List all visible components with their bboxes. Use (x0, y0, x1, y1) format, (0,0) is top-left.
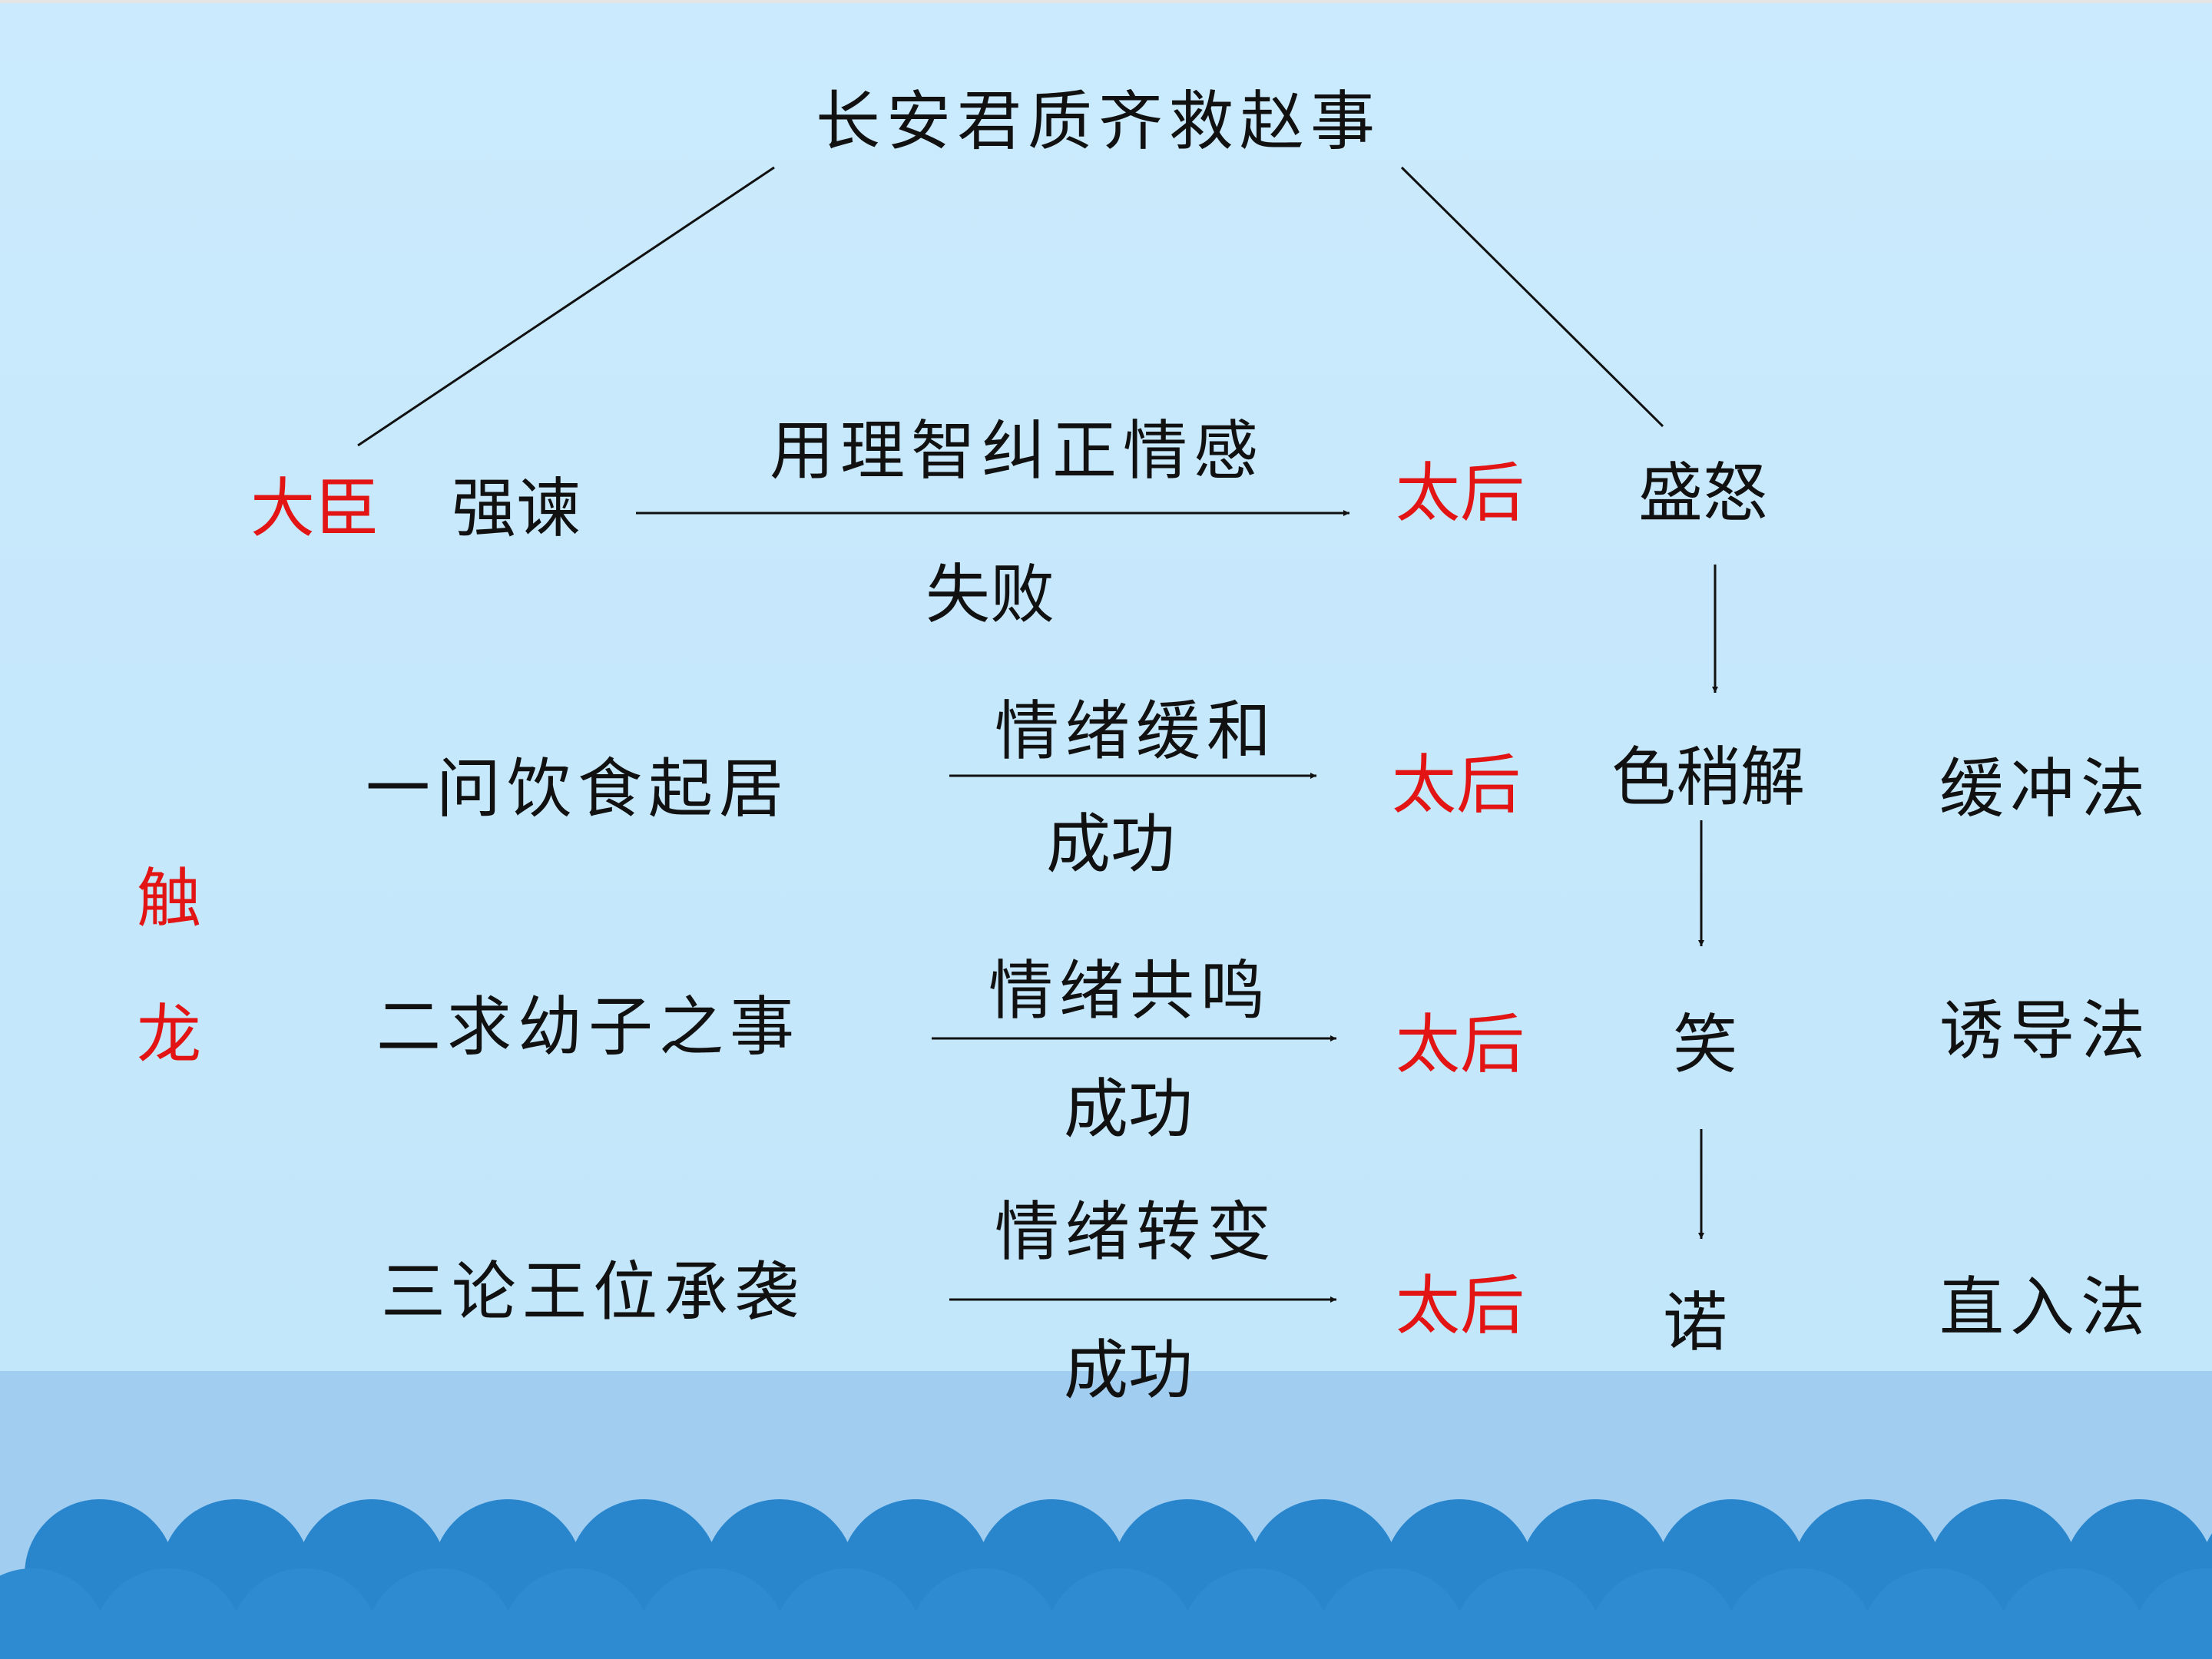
empress-label-4: 太后 (1396, 1268, 1525, 1343)
state-ease: 色稍解 (1611, 740, 1806, 815)
title-line-left (357, 166, 775, 447)
method-2-label: 诱导法 (1939, 993, 2152, 1068)
step-3-label: 三论王位承袭 (381, 1254, 806, 1330)
method-1-label: 缓冲法 (1939, 751, 2152, 826)
step-1-label: 一问饮食起居 (366, 751, 790, 826)
edge-label-success-2: 成功 (1064, 1071, 1194, 1147)
slide-top-border (0, 0, 2212, 3)
side-label-char-1: 触 (137, 861, 202, 936)
state-laugh: 笑 (1673, 1007, 1738, 1082)
side-label-char-2: 龙 (137, 997, 202, 1072)
edge-label-shift: 情绪转变 (995, 1194, 1278, 1270)
title-line-right (1400, 166, 1664, 428)
edge-label-success-3: 成功 (1064, 1333, 1194, 1408)
sky-background (0, 0, 2212, 1371)
edge-label-reason: 用理智纠正情感 (770, 413, 1265, 488)
remonstrate-label: 强谏 (452, 471, 581, 546)
edge-label-resonance: 情绪共鸣 (988, 953, 1272, 1028)
empress-label-3: 太后 (1396, 1007, 1525, 1082)
minister-label: 大臣 (250, 471, 380, 546)
method-3-label: 直入法 (1939, 1270, 2152, 1345)
empress-label-2: 太后 (1392, 747, 1522, 823)
step-2-label: 二求幼子之事 (376, 989, 801, 1065)
state-agree: 诺 (1663, 1285, 1728, 1360)
empress-label-1: 太后 (1396, 455, 1525, 531)
edge-label-success-1: 成功 (1046, 806, 1176, 882)
state-anger: 盛怒 (1638, 455, 1768, 531)
edge-label-ease: 情绪缓和 (995, 694, 1278, 769)
edge-label-failure: 失败 (926, 557, 1055, 632)
wave-base (0, 1627, 2212, 1659)
diagram-title: 长安君质齐救赵事 (816, 84, 1382, 159)
